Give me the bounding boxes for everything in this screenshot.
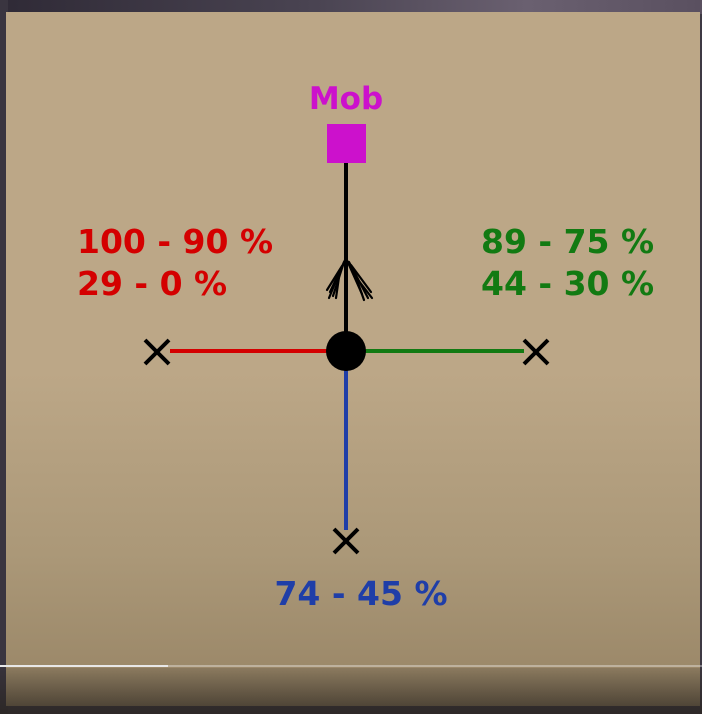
mob-marker — [327, 124, 366, 163]
mob-label: Mob — [309, 81, 383, 117]
video-progress-fill — [0, 665, 169, 667]
left-x-marker-icon — [143, 338, 171, 366]
video-progress-bar[interactable] — [0, 665, 702, 667]
bottom-zone-label: 74 - 45 % — [274, 574, 447, 613]
bottom-x-marker-icon — [332, 527, 360, 555]
player-position — [326, 331, 366, 371]
arrow-up-icon — [325, 256, 374, 302]
video-controls-shade — [0, 668, 702, 714]
video-background-top — [0, 0, 702, 14]
video-background-left — [0, 0, 8, 714]
right-zone-label-2: 44 - 30 % — [481, 264, 654, 303]
right-zone-label-1: 89 - 75 % — [481, 222, 654, 261]
left-zone-label-1: 100 - 90 % — [77, 222, 273, 261]
right-x-marker-icon — [522, 338, 550, 366]
left-zone-label-2: 29 - 0 % — [77, 264, 227, 303]
